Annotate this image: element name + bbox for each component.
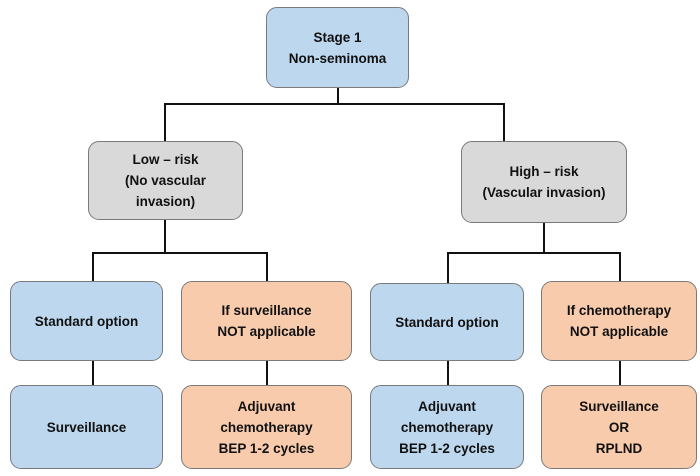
connector-root-down: [337, 88, 339, 104]
node-text-line: BEP 1-2 cycles: [218, 440, 315, 456]
connector-to-low-alternative: [266, 252, 268, 281]
node-text-line: Adjuvant: [418, 398, 476, 414]
connector-low-bar: [92, 252, 268, 254]
connector-root-bar: [164, 103, 505, 105]
connector-low-risk-down: [164, 220, 166, 253]
connector-to-high-alternative: [619, 252, 621, 281]
node-text-line: BEP 1-2 cycles: [399, 440, 495, 456]
node-text-line: Stage 1: [313, 29, 362, 45]
connector-low-alternative-result: [266, 361, 268, 385]
node-text-line: Surveillance: [46, 419, 127, 435]
node-text-line: invasion): [135, 194, 196, 209]
node-text-line: chemotherapy: [220, 419, 313, 435]
node-text-line: If surveillance: [221, 303, 312, 318]
node-text-line: NOT applicable: [217, 324, 316, 339]
connector-to-high-risk: [503, 103, 505, 141]
connector-high-risk-down: [543, 223, 545, 253]
low-risk-node: Low – risk (No vascular invasion): [88, 141, 243, 220]
high-standard-option-node: Standard option: [370, 283, 524, 361]
node-text-line: OR: [608, 419, 630, 435]
node-text-line: (No vascular: [124, 173, 207, 188]
node-text-line: RPLND: [595, 440, 643, 456]
node-text-line: High – risk: [509, 164, 579, 179]
connector-low-standard-result: [92, 361, 94, 385]
low-standard-option-node: Standard option: [10, 281, 163, 361]
connector-to-low-standard: [92, 252, 94, 281]
connector-high-standard-result: [447, 361, 449, 385]
high-risk-node: High – risk (Vascular invasion): [461, 141, 627, 223]
connector-to-low-risk: [164, 103, 166, 141]
node-text-line: Low – risk: [132, 152, 199, 167]
node-text-line: Adjuvant: [237, 398, 296, 414]
node-text-line: (Vascular invasion): [482, 185, 606, 200]
node-text-line: Surveillance: [579, 398, 659, 414]
low-standard-result-node: Surveillance: [10, 385, 163, 469]
connector-high-bar: [447, 252, 621, 254]
root-node: Stage 1 Non-seminoma: [266, 7, 409, 88]
node-text-line: NOT applicable: [569, 324, 669, 339]
node-text-line: Standard option: [34, 313, 139, 329]
connector-high-alternative-result: [619, 361, 621, 385]
node-text-line: chemotherapy: [400, 419, 494, 435]
connector-to-high-standard: [447, 252, 449, 283]
node-text-line: If chemotherapy: [566, 303, 672, 318]
node-text-line: Non-seminoma: [288, 50, 387, 66]
node-text-line: Standard option: [395, 314, 499, 330]
